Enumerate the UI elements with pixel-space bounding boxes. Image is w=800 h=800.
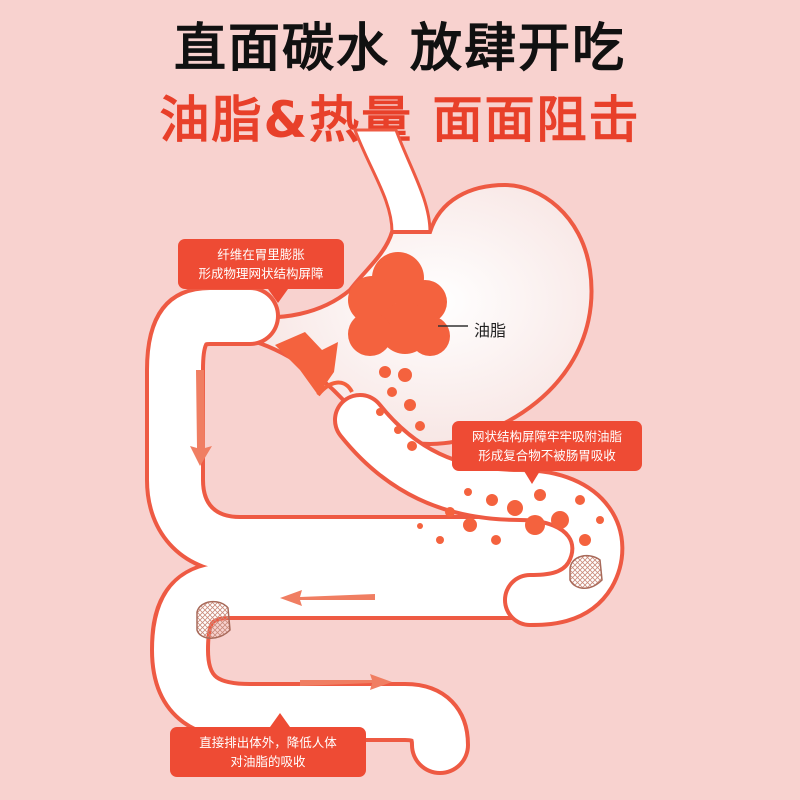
callout-excrete-line-2: 对油脂的吸收: [230, 754, 306, 769]
esophagus: [352, 128, 432, 234]
callout-excrete-line-1: 直接排出体外，降低人体: [199, 735, 337, 750]
fat-blob: [348, 252, 450, 356]
callout-excrete: 直接排出体外，降低人体 对油脂的吸收: [170, 713, 366, 777]
callout-fiber-line-2: 形成物理网状结构屏障: [198, 266, 324, 281]
fiber-net-icon: [196, 554, 603, 639]
callout-absorb: 网状结构屏障牢牢吸附油脂 形成复合物不被肠胃吸收: [452, 421, 642, 484]
callout-absorb-line-1: 网状结构屏障牢牢吸附油脂: [471, 429, 622, 444]
flow-arrow-icon: [190, 370, 392, 690]
callout-fiber-line-1: 纤维在胃里膨胀: [217, 247, 305, 262]
callout-fiber: 纤维在胃里膨胀 形成物理网状结构屏障: [178, 239, 344, 303]
callout-absorb-line-2: 形成复合物不被肠胃吸收: [478, 448, 616, 463]
fiber-mesh: [275, 332, 338, 395]
fat-label: 油脂: [474, 321, 507, 340]
headline-line-1: 直面碳水 放肆开吃: [173, 19, 627, 79]
fat-droplet-icon: [376, 366, 604, 546]
